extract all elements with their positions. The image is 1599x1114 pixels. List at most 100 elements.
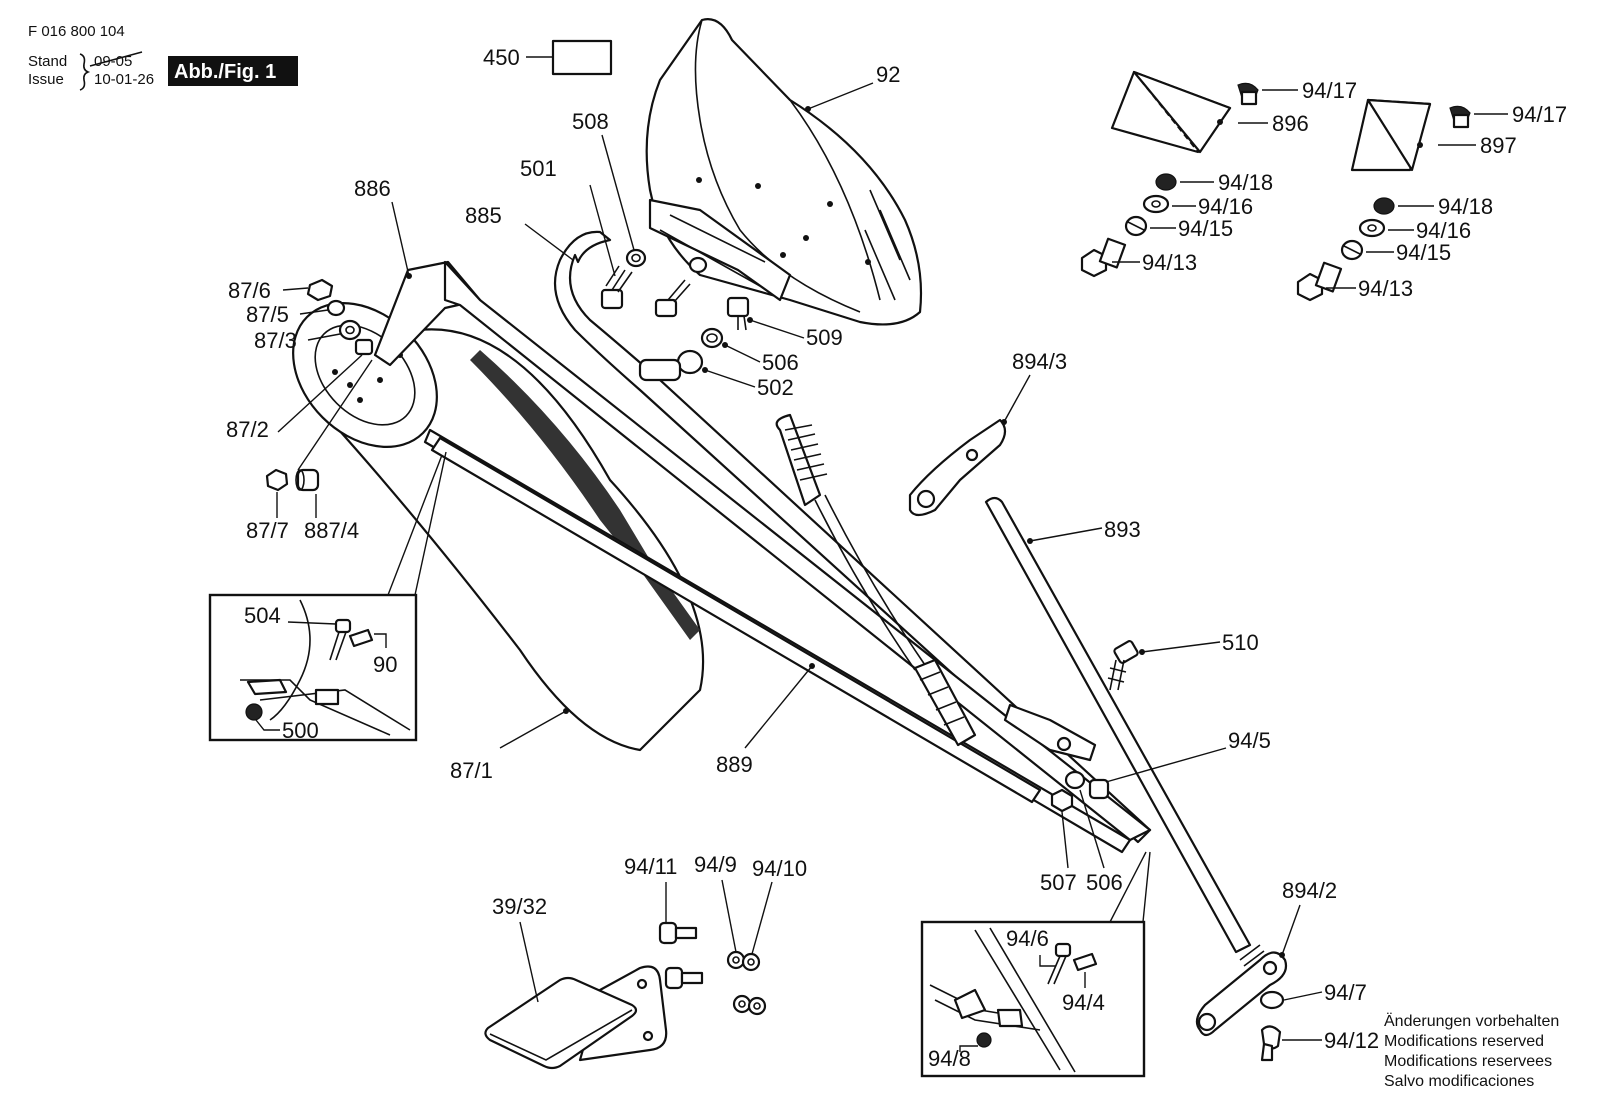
label-94-15a: 94/15 [1178, 216, 1233, 241]
label-87-6: 87/6 [228, 278, 271, 303]
nut-87-6: 87/6 [228, 278, 334, 303]
bolt-501: 501 [520, 156, 633, 310]
label-94-6: 94/6 [1006, 926, 1049, 951]
issue-label: Issue [28, 71, 64, 88]
bolt-87-2: 87/2 [226, 338, 374, 471]
label-501: 501 [520, 156, 557, 181]
lockwasher-94-15a: 94/15 [1124, 215, 1233, 241]
label-896: 896 [1272, 111, 1309, 136]
note-fr: Modifications reservees [1384, 1053, 1552, 1070]
label-509: 509 [806, 325, 843, 350]
modification-notes: Änderungen vorbehalten Modifications res… [1384, 1012, 1559, 1090]
label-87-1: 87/1 [450, 758, 493, 783]
foot-plate-39-32: 39/32 [484, 894, 668, 1070]
lever-894-3: 894/3 [908, 349, 1067, 517]
detail-inset-left: 504 90 500 [208, 451, 447, 743]
label-87-2: 87/2 [226, 417, 269, 442]
label-94-11: 94/11 [624, 854, 677, 879]
bolt-509: 509 [726, 296, 843, 350]
note-en: Modifications reserved [1384, 1033, 1544, 1050]
new-date: 10-01-26 [94, 71, 154, 88]
spacer-502: 502 [638, 349, 794, 400]
label-94-15b: 94/15 [1396, 240, 1451, 265]
label-500: 500 [282, 718, 319, 743]
label-504: 504 [244, 603, 281, 628]
label-94-13a: 94/13 [1142, 250, 1197, 275]
label-94-17b: 94/17 [1512, 102, 1567, 127]
washer-94-18a: 94/18 [1155, 170, 1273, 195]
knob-94-17b: 94/17 [1449, 102, 1567, 129]
label-506-upper: 506 [762, 350, 799, 375]
part-450-box [551, 39, 613, 76]
detail-inset-right: 94/6 94/4 94/8 [920, 851, 1151, 1078]
label-39-32: 39/32 [492, 894, 547, 919]
label-889: 889 [716, 752, 753, 777]
screw-504: 504 [244, 603, 352, 661]
washer-506-lower: 506 [1064, 770, 1123, 895]
label-502: 502 [757, 375, 794, 400]
label-887-4: 887/4 [304, 518, 359, 543]
label-94-7: 94/7 [1324, 980, 1367, 1005]
screw-90: 90 [348, 628, 397, 677]
label-94-9: 94/9 [694, 852, 737, 877]
label-94-17a: 94/17 [1302, 78, 1357, 103]
label-894-3: 894/3 [1012, 349, 1067, 374]
lower-center-parts: 94/11 94/9 94/10 39/32 [484, 852, 807, 1070]
label-894-2: 894/2 [1282, 878, 1337, 903]
label-94-18b: 94/18 [1438, 194, 1493, 219]
label-893: 893 [1104, 517, 1141, 542]
nut-507: 507 [1040, 788, 1077, 895]
nut-87-7: 87/7 [246, 468, 289, 543]
bolt-94-13b: 94/13 [1296, 261, 1413, 302]
handle-rod-893: 893 [984, 496, 1252, 954]
nut-500: 500 [245, 703, 319, 743]
note-de: Änderungen vorbehalten [1384, 1012, 1559, 1030]
screw-group-upper: 501 508 509 506 [520, 109, 843, 400]
label-94-10: 94/10 [752, 856, 807, 881]
label-94-18a: 94/18 [1218, 170, 1273, 195]
figure-tag: Abb./Fig. 1 [174, 61, 276, 83]
washer-94-7: 94/7 [1259, 980, 1367, 1010]
label-94-13b: 94/13 [1358, 276, 1413, 301]
knob-94-17a: 94/17 [1237, 78, 1357, 106]
bolt-94-13a: 94/13 [1080, 237, 1197, 278]
washer-506-upper: 506 [700, 327, 799, 375]
label-897: 897 [1480, 133, 1517, 158]
washer-94-16b: 94/16 [1358, 218, 1471, 243]
bushing-94-5: 94/5 [1088, 728, 1271, 800]
nut-94-8: 94/8 [928, 1032, 992, 1071]
lockwasher-94-15b: 94/15 [1340, 239, 1451, 265]
washers-94-9-94-10: 94/9 94/10 [694, 852, 807, 1016]
doc-number: F 016 800 104 [28, 23, 125, 40]
screw-94-6: 94/6 [1006, 926, 1072, 985]
label-90: 90 [373, 652, 397, 677]
screw-94-4: 94/4 [1062, 952, 1105, 1015]
control-cable [775, 413, 1097, 762]
bolt-510: 510 [1107, 630, 1259, 691]
stand-label: Stand [28, 53, 67, 70]
label-87-3: 87/3 [254, 328, 297, 353]
strike-line [89, 51, 143, 67]
washer-508: 508 [572, 109, 647, 268]
brace-icon [79, 53, 91, 91]
label-94-5: 94/5 [1228, 728, 1271, 753]
label-94-12: 94/12 [1324, 1028, 1379, 1053]
label-885: 885 [465, 203, 502, 228]
fasteners-87: 87/6 87/5 87/3 87/2 87/7 887/ [226, 278, 374, 543]
label-87-7: 87/7 [246, 518, 289, 543]
lever-894-2: 894/2 [1195, 878, 1337, 1037]
clamp-set-897: 897 94/17 94/18 94/16 94/15 [1296, 98, 1567, 302]
header-block: F 016 800 104 Stand Issue 09-05 10-01-26… [28, 23, 298, 91]
bolt-94-11: 94/11 [624, 854, 704, 990]
label-507: 507 [1040, 870, 1077, 895]
washer-87-5: 87/5 [246, 299, 346, 327]
washer-94-18b: 94/18 [1373, 194, 1493, 219]
clamp-set-896: 896 94/17 94/18 94/16 94/15 [1080, 70, 1357, 278]
label-94-16a: 94/16 [1198, 194, 1253, 219]
washer-87-3: 87/3 [254, 319, 362, 353]
label-94-16b: 94/16 [1416, 218, 1471, 243]
label-510: 510 [1222, 630, 1259, 655]
label-886: 886 [354, 176, 391, 201]
fasteners-lower-mid: 94/5 507 506 [1040, 728, 1271, 895]
